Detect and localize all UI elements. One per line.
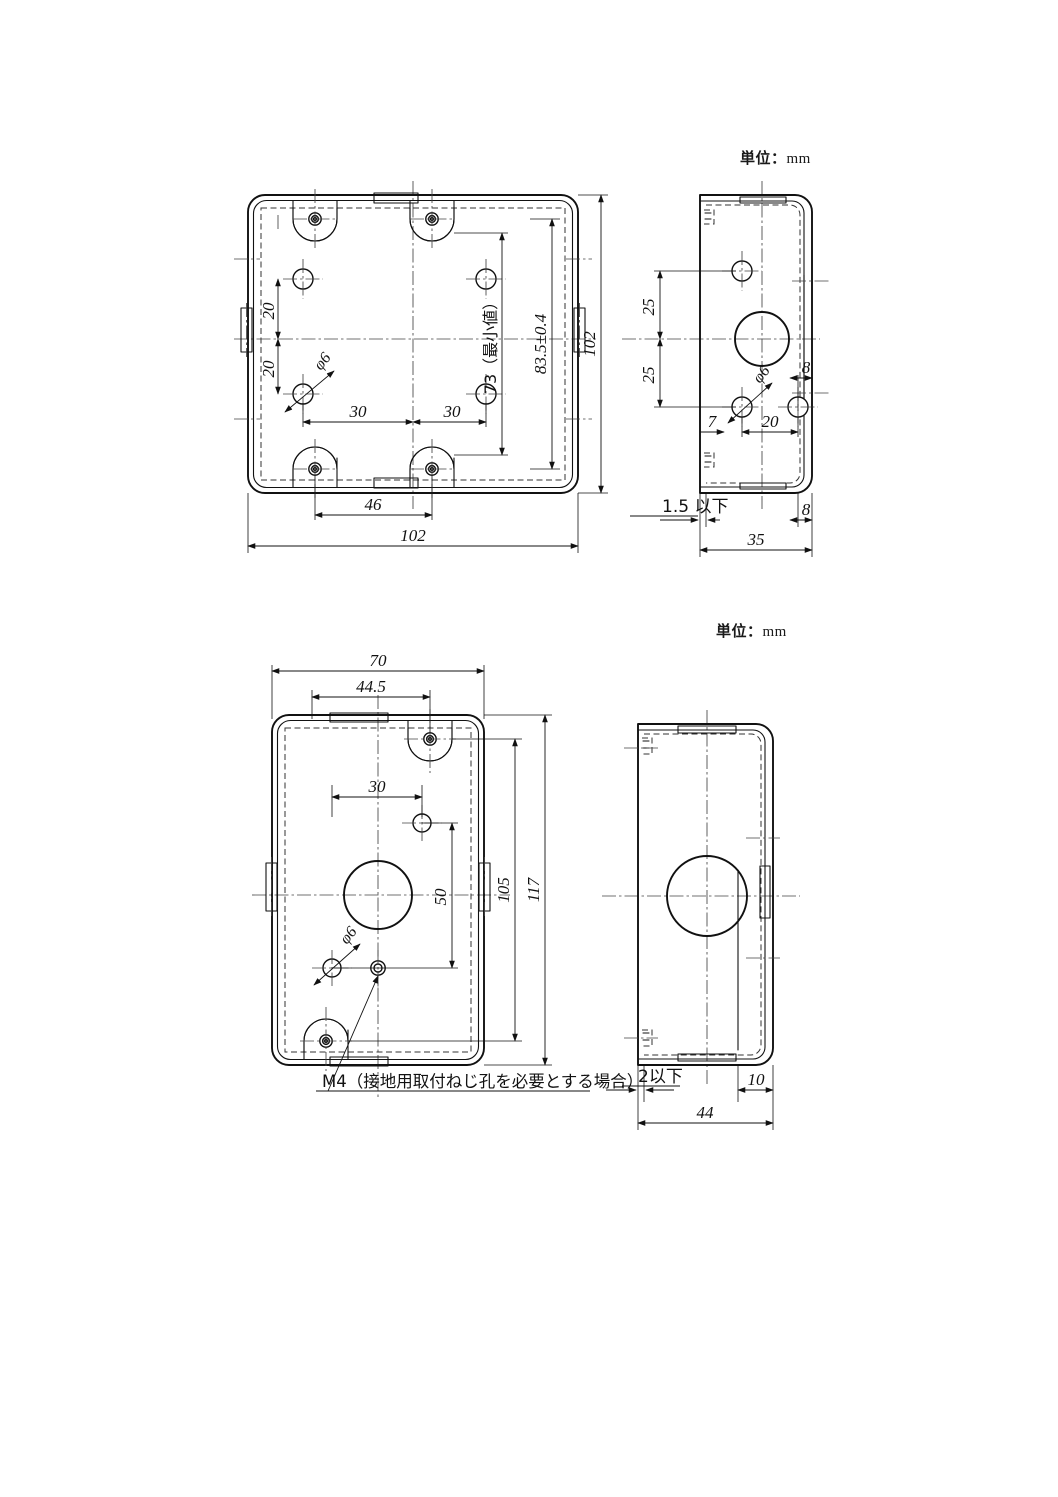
center-knockout-hole [666, 855, 748, 937]
dim-text-hole-pitch-right: 30 [443, 402, 462, 421]
rectangular-box-side-view: 2以下 10 44 [602, 710, 800, 1130]
m4-note: M4（接地用取付ねじ孔を必要とする場合） [316, 975, 643, 1092]
unit-label-bottom-mm: mm [762, 624, 787, 640]
dimension-inner-height: 105 [348, 738, 522, 1042]
knockout-slots [234, 192, 592, 489]
dimension-depth: 44 [637, 1102, 774, 1130]
unit-label-top-mm: mm [786, 151, 811, 167]
dim-text-edge-offset: 10 [748, 1070, 766, 1089]
square-box-side-view: 25 25 φ6 8 7 20 [622, 181, 830, 557]
m4-note-text: M4（接地用取付ねじ孔を必要とする場合） [322, 1072, 643, 1091]
dim-text-flange-thickness: 2以下 [638, 1067, 683, 1087]
dim-text-edge-offset-lower: 8 [802, 500, 811, 519]
dimension-screw-pitch-horizontal: 46 [314, 475, 433, 520]
dim-text-screw-pitch-horizontal: 46 [365, 495, 383, 514]
dimension-hole-offsets: 25 25 [639, 270, 736, 408]
dimension-edge-offset-lower: 8 [789, 493, 813, 527]
dimension-depth: 35 [699, 527, 813, 557]
dimension-min-height: 73（最小値） [454, 232, 508, 456]
center-lines [252, 695, 510, 1097]
dimension-flange-thickness: 1.5 以下 [630, 493, 728, 527]
unit-label-bottom-text: 単位： [716, 622, 763, 640]
knockout-slots [265, 712, 491, 1067]
dimension-flange-thickness: 2以下 [606, 1065, 683, 1102]
phi6-holes [283, 259, 506, 414]
dimension-overall-width: 102 [247, 493, 579, 553]
side-body-outline [637, 723, 774, 1066]
dim-text-hole-edge: 7 [708, 412, 718, 431]
square-box-front-view: 102 46 30 30 20 20 φ6 [234, 181, 608, 553]
dimension-edge-offset-upper: 8 [789, 351, 813, 411]
dimension-hole-pitch: 30 30 [302, 402, 487, 427]
mounting-screw-holes [300, 709, 456, 1071]
dim-text-hole-diameter: φ6 [750, 363, 774, 387]
dim-text-inner-height: 83.5±0.4 [531, 313, 550, 374]
side-body-outline [699, 194, 813, 494]
dim-text-overall-width: 102 [400, 526, 426, 545]
dimension-edge-offset: 10 [737, 1065, 774, 1102]
screw-boss-group [292, 200, 455, 488]
dim-text-depth: 44 [697, 1103, 715, 1122]
phi6-leader: φ6 [284, 350, 335, 413]
dim-text-hole-diameter: φ6 [337, 924, 361, 948]
rectangular-box-front-view: 70 44.5 30 50 φ6 [252, 651, 643, 1097]
dim-text-overall-height: 117 [524, 876, 543, 902]
unit-label-top: 単位：mm [740, 147, 811, 168]
edge-tick-marks [624, 747, 780, 1039]
dimension-overall-height: 117 [484, 714, 552, 1066]
phi6-leader: φ6 [313, 924, 361, 986]
dim-text-flange-thickness: 1.5 以下 [662, 497, 728, 517]
center-lines [234, 181, 596, 509]
m4-grounding-screw-hole [370, 950, 386, 990]
dim-text-hole-offset-vertical: 50 [431, 888, 450, 906]
center-lines [602, 710, 800, 1085]
dim-text-hole-offset-lower: 20 [259, 360, 278, 378]
dim-text-hole-diameter: φ6 [311, 350, 335, 374]
dimension-hole-positions: 7 20 [699, 412, 799, 437]
dim-text-hole-pitch: 30 [368, 777, 387, 796]
dimension-inner-height: 83.5±0.4 [530, 218, 560, 470]
dimension-overall-height: 102 [578, 194, 608, 494]
center-knockout-hole [734, 311, 790, 367]
dim-text-depth: 35 [747, 530, 765, 549]
dim-text-min-height: 73（最小値） [481, 294, 500, 394]
dim-text-hole-pitch: 20 [762, 412, 780, 431]
center-lines [622, 181, 820, 509]
dim-text-overall-height: 102 [580, 331, 599, 357]
dim-text-hole-pitch-left: 30 [349, 402, 368, 421]
dimension-overall-width: 70 [271, 651, 485, 719]
dimension-screw-pitch-horizontal: 44.5 [311, 677, 431, 733]
unit-label-bottom: 単位：mm [716, 620, 787, 641]
dim-text-edge-offset-upper: 8 [802, 358, 811, 377]
dim-text-inner-height: 105 [494, 877, 513, 903]
dim-text-screw-pitch-horizontal: 44.5 [356, 677, 386, 696]
mounting-screw-holes [293, 189, 454, 499]
phi6-holes [312, 805, 442, 986]
dim-text-hole-offset-upper: 25 [639, 299, 658, 316]
dimension-hole-offset-vertical: 20 20 [259, 278, 281, 395]
center-knockout-hole [343, 860, 413, 930]
dim-text-overall-width: 70 [370, 651, 388, 670]
dim-text-hole-offset-lower: 25 [639, 367, 658, 384]
unit-label-top-text: 単位： [740, 149, 787, 167]
dim-text-hole-offset-upper: 20 [259, 302, 278, 320]
dimension-hole-pitch: 30 [331, 777, 423, 817]
phi6-leader: φ6 [727, 363, 774, 424]
